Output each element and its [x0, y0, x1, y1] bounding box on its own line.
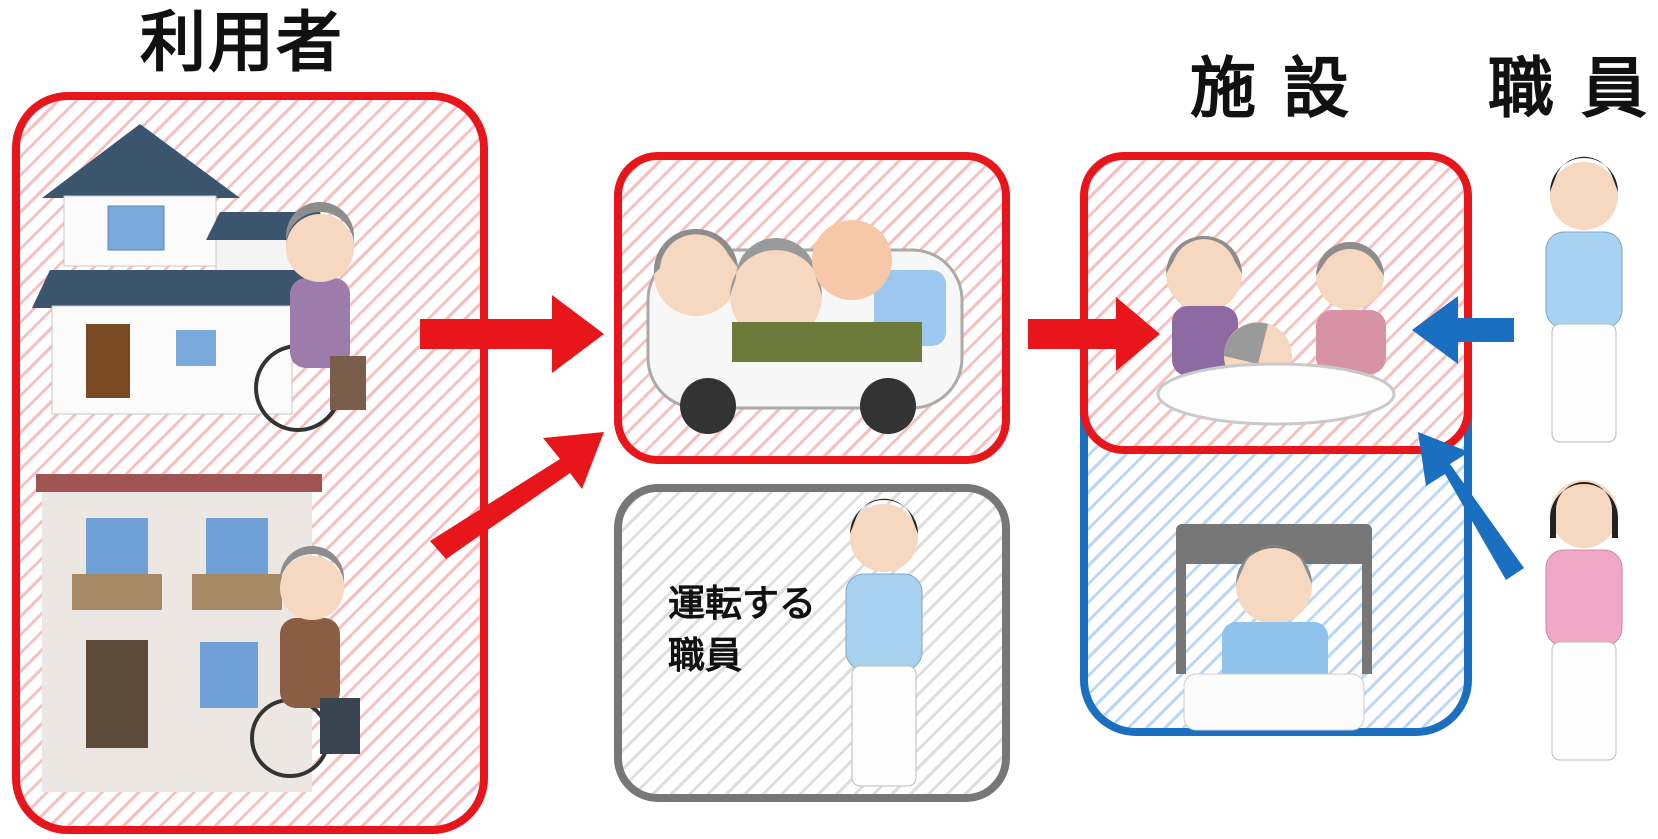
users-heading: 利用者	[140, 4, 344, 81]
passenger-clothes	[732, 322, 922, 362]
person-body	[280, 618, 340, 708]
bed-post-left	[1176, 554, 1186, 674]
house-roof	[42, 124, 240, 198]
person-legs	[330, 356, 366, 410]
driver-head	[850, 504, 918, 572]
driver-pants	[851, 665, 917, 787]
apartment-window-1	[86, 518, 148, 574]
arrow-female-staff-to-facility	[1418, 432, 1524, 580]
arrow-home-to-van	[420, 295, 604, 373]
passenger-head-1	[654, 232, 738, 316]
apartment-door	[86, 640, 148, 748]
caregiver-head	[1550, 162, 1618, 230]
patient-head	[1236, 548, 1312, 624]
patient-gown	[1222, 622, 1328, 688]
resident-body-1	[1172, 306, 1238, 376]
caregiver-pants	[1551, 641, 1617, 761]
driver-label: 運転する 職員	[668, 578, 816, 682]
bed-post-right	[1362, 554, 1372, 674]
apartment-roof	[36, 474, 322, 492]
arrow-van-to-facility	[1028, 297, 1160, 371]
bed-blanket	[1183, 673, 1365, 731]
round-table	[1156, 362, 1396, 426]
resident-head-2	[1316, 242, 1384, 310]
driver-staff-illustration	[845, 498, 923, 787]
caregiver-pants	[1551, 323, 1617, 443]
person-head	[286, 214, 354, 282]
person-head	[280, 556, 344, 620]
apartment-lower-window	[200, 642, 258, 708]
house-with-wheelchair-user-illustration	[32, 124, 366, 432]
house-lower-window	[176, 330, 216, 366]
caregiver-head	[1550, 480, 1618, 548]
passenger-hair-2	[730, 238, 822, 296]
van-with-elderly-passengers-illustration	[646, 220, 964, 434]
apartment-balcony-2	[192, 574, 282, 610]
apartment-with-wheelchair-user-illustration	[36, 474, 360, 792]
house-lower-roof	[32, 270, 320, 308]
resident-hair-3	[1224, 322, 1268, 364]
person-hair	[286, 202, 354, 246]
passenger-hair-1	[653, 228, 738, 274]
driver-label-line2: 職員	[668, 634, 742, 677]
staff-heading: 職 員	[1488, 50, 1649, 127]
bed-headboard	[1176, 524, 1372, 564]
passenger-head-3	[812, 220, 892, 300]
person-legs	[320, 698, 360, 754]
male-caregiver-illustration	[1545, 156, 1623, 443]
resident-hair-2	[1316, 242, 1384, 276]
passenger-head-2	[730, 250, 822, 342]
apartment-balcony-1	[72, 574, 162, 610]
driver-box	[614, 484, 1010, 802]
female-caregiver-illustration	[1545, 480, 1623, 761]
van-wheel-front	[680, 378, 736, 434]
person-body	[290, 278, 350, 368]
elderly-at-table-illustration	[1156, 236, 1396, 426]
person-hair	[280, 546, 344, 586]
elderly-in-bed-illustration	[1176, 524, 1372, 731]
driver-label-line1: 運転する	[668, 582, 816, 625]
arrow-apartment-to-van	[430, 432, 604, 559]
arrow-male-staff-to-facility	[1412, 296, 1514, 364]
house-door	[86, 324, 130, 398]
apartment-window-2	[206, 518, 268, 574]
facility-heading: 施 設	[1190, 50, 1351, 127]
resident-head-1	[1166, 236, 1242, 312]
house-window	[107, 205, 165, 251]
van-wheel-rear	[860, 378, 916, 434]
resident-body-2	[1316, 310, 1386, 374]
